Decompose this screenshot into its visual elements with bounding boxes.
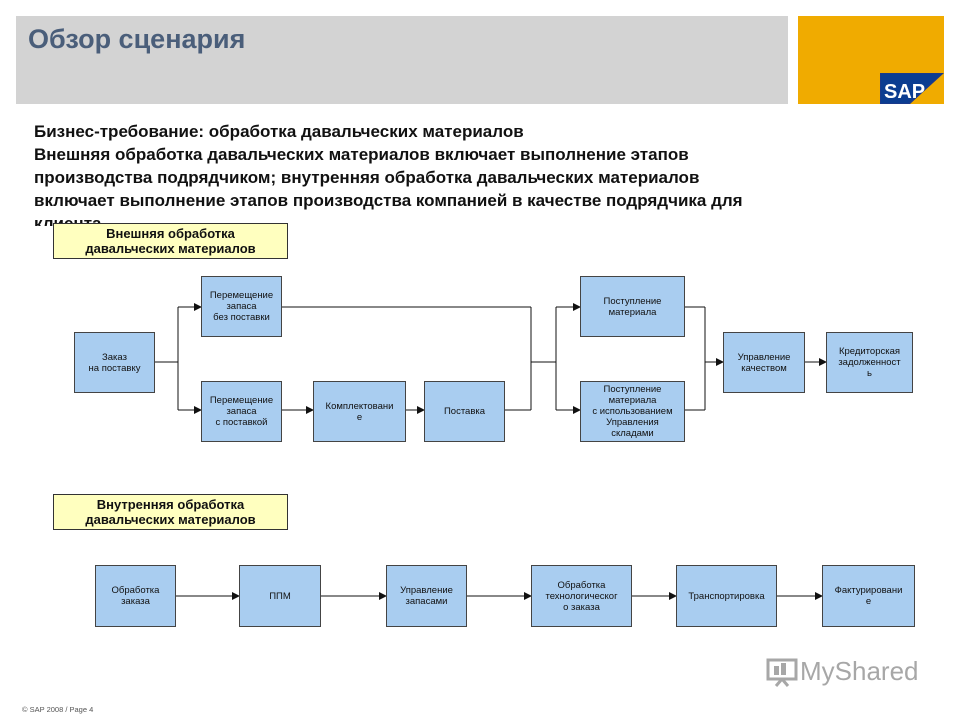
internal-processing-label: Внутренняя обработка давальческих матери… — [53, 494, 288, 530]
label-line: давальческих материалов — [85, 241, 256, 256]
page-footer: © SAP 2008 / Page 4 — [22, 705, 94, 714]
description-line: производства подрядчиком; внутренняя обр… — [34, 168, 700, 187]
external-processing-label: Внешняя обработка давальческих материало… — [53, 223, 288, 259]
node-delivery: Поставка — [424, 381, 505, 442]
description-line: включает выполнение этапов производства … — [34, 191, 743, 210]
page-title: Обзор сценария — [28, 24, 246, 54]
header-bar — [16, 16, 788, 104]
presentation-icon — [766, 658, 798, 687]
watermark-text: MyShared — [800, 656, 919, 686]
scenario-description: Бизнес-требование: обработка давальчески… — [34, 120, 934, 226]
description-line: Бизнес-требование: обработка давальчески… — [34, 122, 524, 141]
node-mrp: ППМ — [239, 565, 321, 627]
sap-logo-icon: SAP — [880, 73, 944, 104]
node-transportation: Транспортировка — [676, 565, 777, 627]
watermark: MyShared — [766, 656, 919, 687]
label-line: давальческих материалов — [85, 512, 256, 527]
label-line: Внутренняя обработка — [96, 497, 245, 512]
sap-logo-panel: SAP — [798, 16, 944, 104]
sap-logo-text: SAP — [884, 81, 925, 103]
description-line: Внешняя обработка давальческих материало… — [34, 145, 689, 164]
label-line: Внешняя обработка — [106, 226, 235, 241]
